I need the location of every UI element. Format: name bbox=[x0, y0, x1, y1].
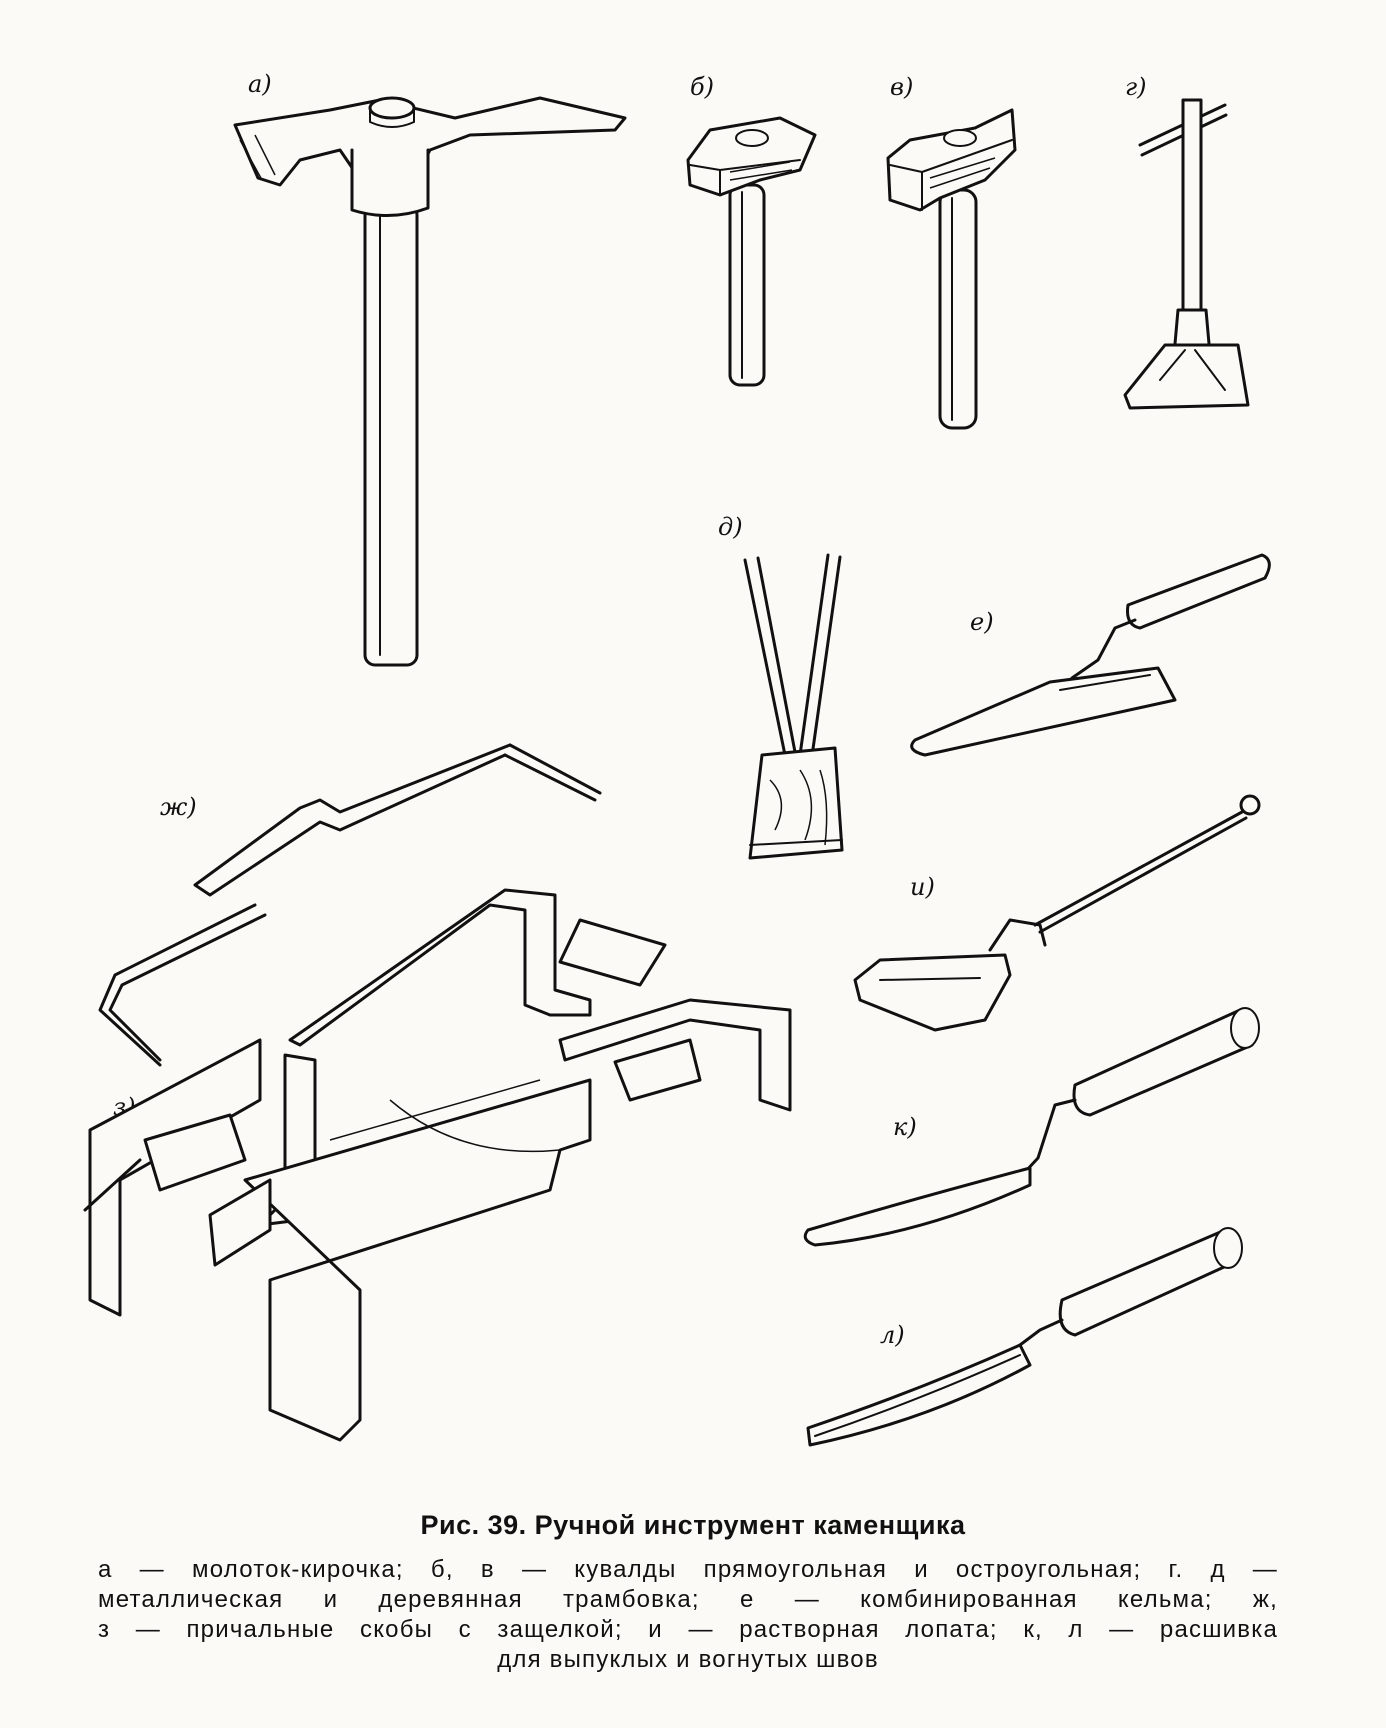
figure-legend: а — молоток-кирочка; б, в — кувалды прям… bbox=[98, 1555, 1278, 1675]
label-e: е) bbox=[970, 608, 994, 636]
label-g: г) bbox=[1125, 73, 1147, 101]
rectangular-sledgehammer-icon: б) bbox=[686, 73, 817, 387]
label-v: в) bbox=[890, 73, 913, 101]
label-a: а) bbox=[248, 70, 272, 98]
figure-caption-title: Рис. 39. Ручной инструмент каменщика bbox=[420, 1510, 966, 1540]
legend-line: для выпуклых и вогнутых швов bbox=[497, 1646, 879, 1673]
legend-line: металлическая и деревянная трамбовка; е … bbox=[98, 1586, 1278, 1613]
label-i: и) bbox=[910, 873, 935, 901]
convex-jointer-icon: к) bbox=[803, 1007, 1260, 1247]
label-zh: ж) bbox=[160, 793, 197, 821]
label-l: л) bbox=[880, 1321, 905, 1349]
mooring-bracket-icon: ж) bbox=[98, 743, 602, 1067]
label-b: б) bbox=[690, 73, 714, 101]
pointed-sledgehammer-icon: в) bbox=[886, 73, 1017, 430]
latch-bracket-icon: з) bbox=[83, 888, 792, 1442]
legend-line: з — причальные скобы с защелкой; и — рас… bbox=[98, 1616, 1278, 1643]
wooden-tamper-icon: д) bbox=[718, 513, 844, 860]
tools-figure: а) б) в) г) д) bbox=[83, 70, 1271, 1447]
hammer-pick-icon: а) bbox=[233, 70, 627, 667]
label-d: д) bbox=[718, 513, 743, 541]
label-k: к) bbox=[893, 1113, 917, 1141]
trowel-icon: е) bbox=[910, 553, 1271, 757]
legend-line: а — молоток-кирочка; б, в — кувалды прям… bbox=[98, 1556, 1278, 1583]
concave-jointer-icon: л) bbox=[806, 1227, 1243, 1447]
mortar-shovel-icon: и) bbox=[853, 794, 1261, 1032]
metal-tamper-icon: г) bbox=[1123, 73, 1250, 410]
